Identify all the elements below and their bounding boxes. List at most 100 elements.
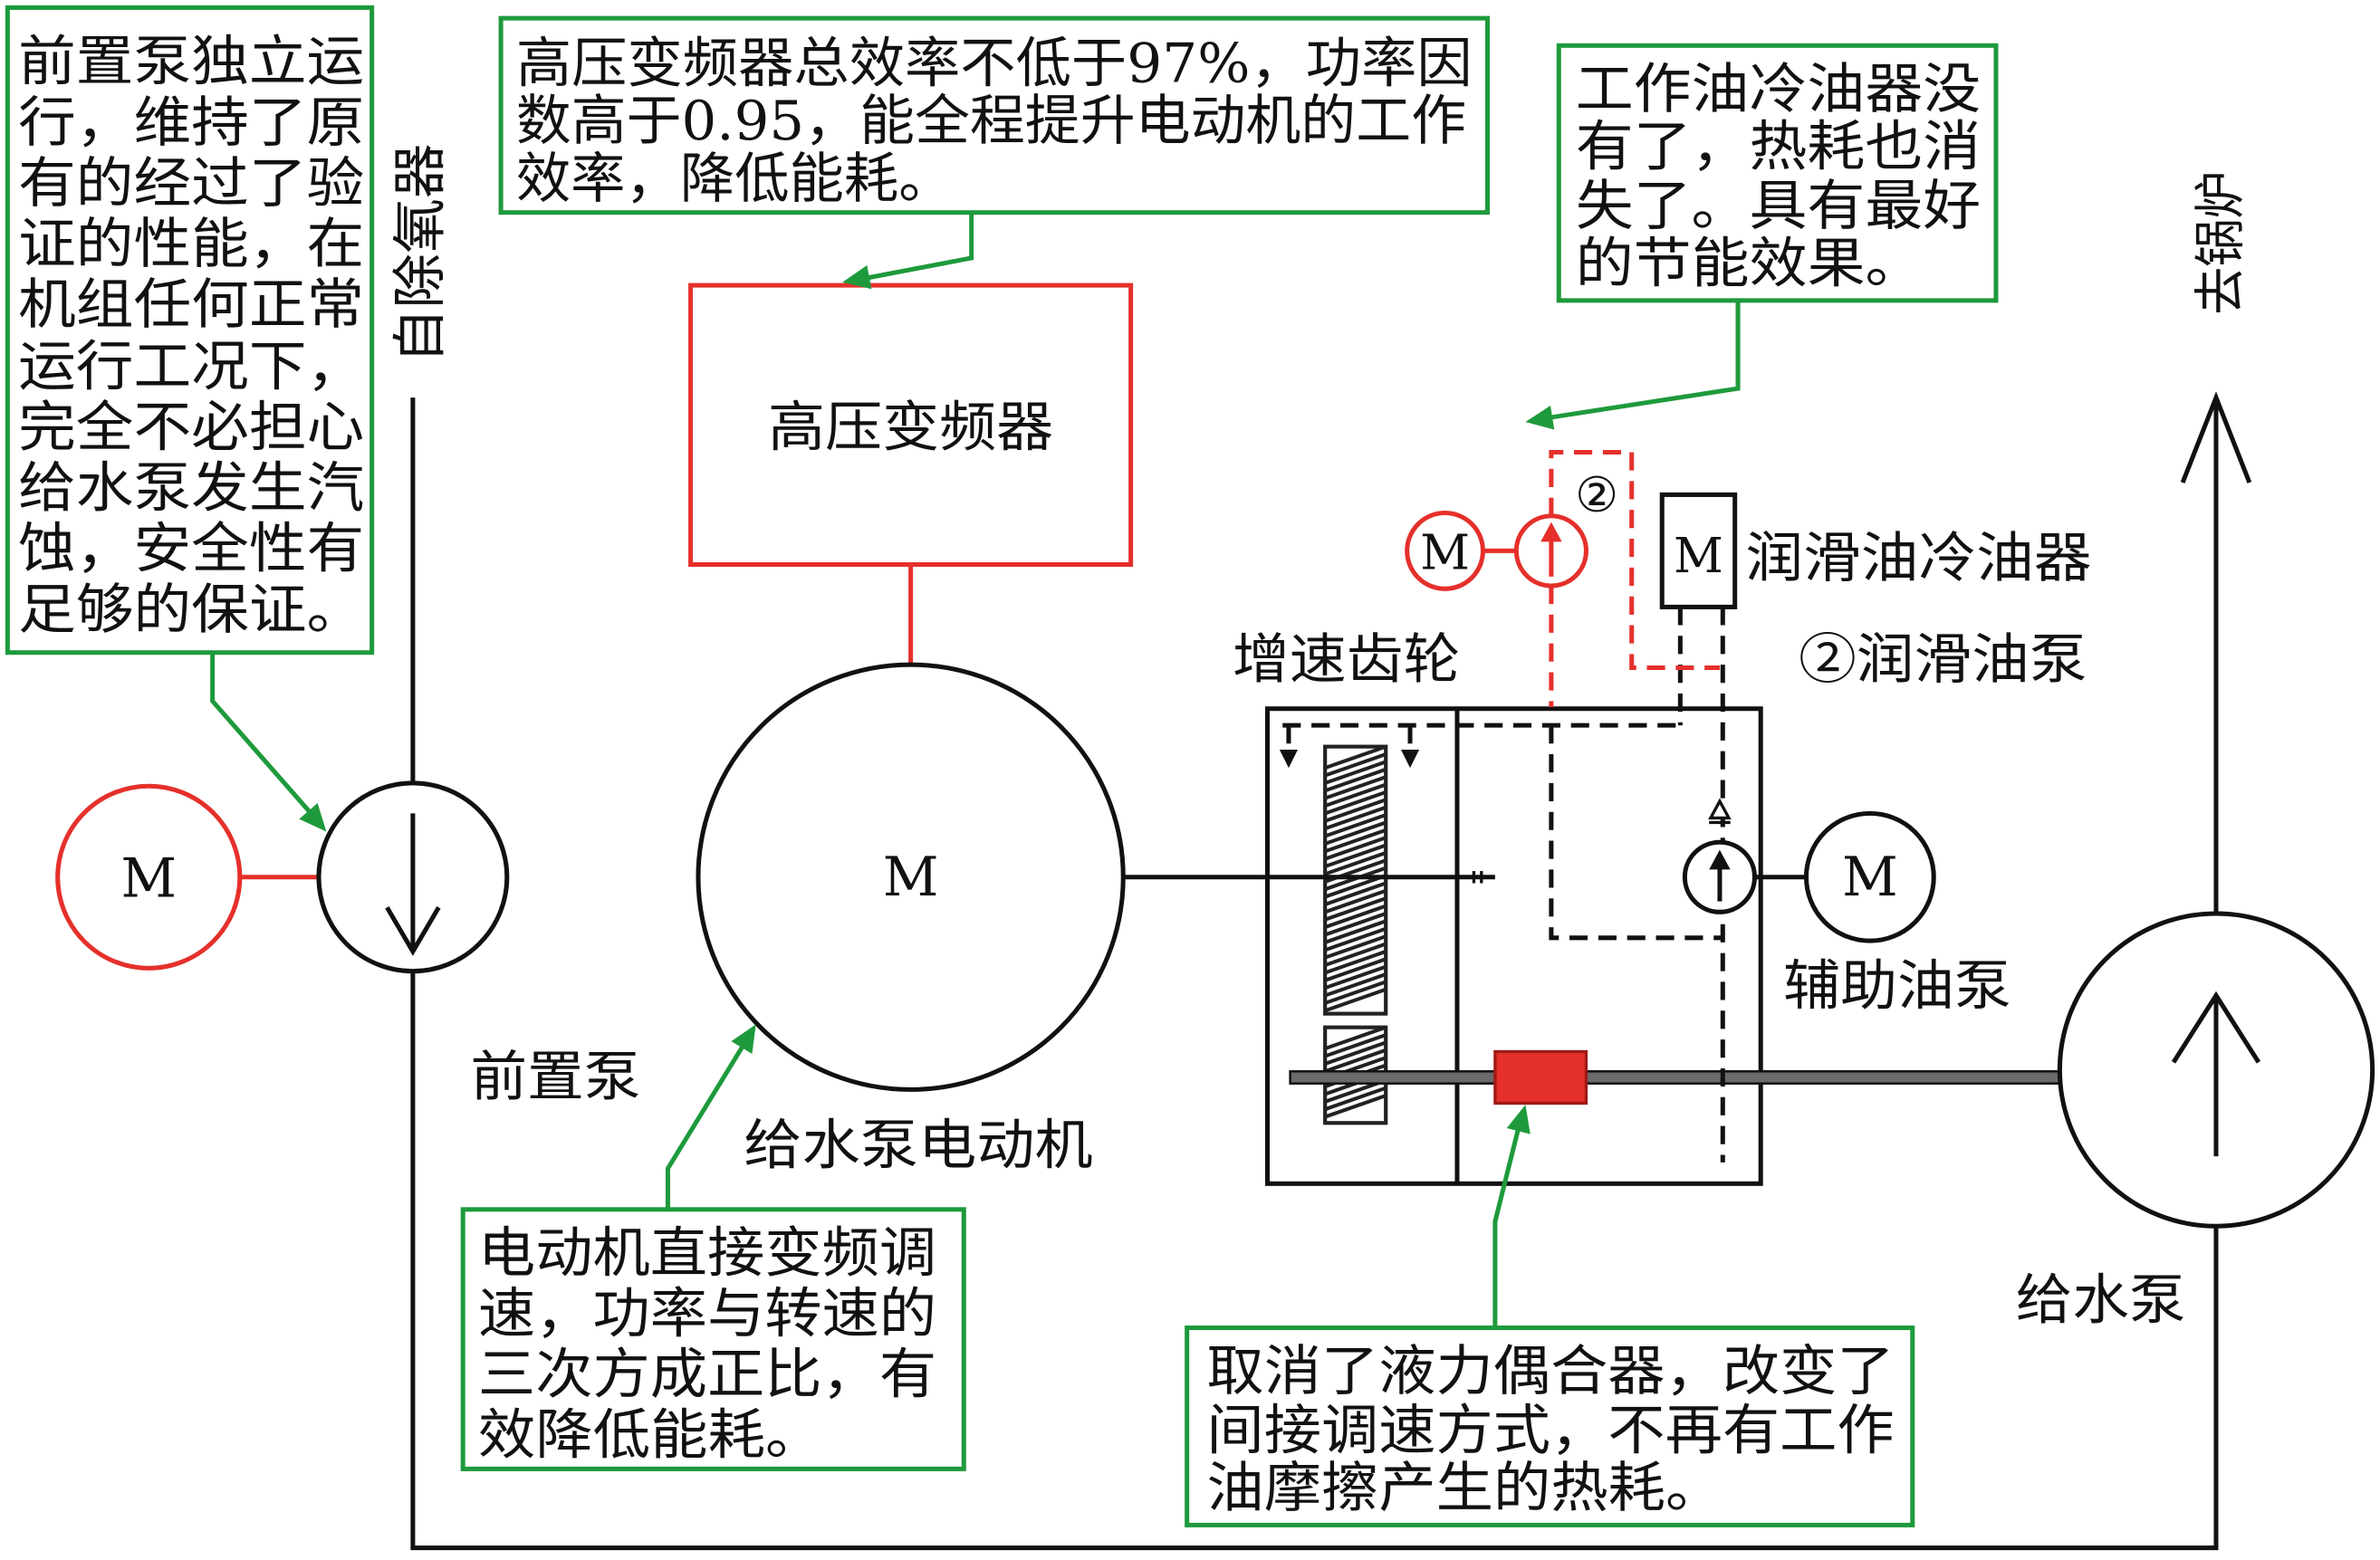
gear-tooth-hatch bbox=[1324, 942, 1387, 967]
arrow-down-icon bbox=[385, 906, 441, 956]
gear-tooth-hatch bbox=[1324, 1025, 1387, 1051]
callout-line: 失了。具有最好 bbox=[1576, 175, 1981, 238]
aux-oil-pump-motor-circle bbox=[1803, 810, 1936, 943]
gear-tooth-hatch bbox=[1324, 782, 1387, 808]
callout-arrowhead-icon bbox=[299, 802, 327, 832]
gear-tooth-hatch bbox=[1324, 957, 1387, 982]
callout-line: 效降低能耗。 bbox=[478, 1404, 822, 1468]
gear-tooth-hatch bbox=[1324, 1040, 1387, 1066]
gear-tooth-hatch bbox=[1324, 752, 1387, 778]
callout-arrowhead-icon bbox=[731, 1024, 756, 1055]
callout-line: 速，功率与转速的 bbox=[478, 1282, 936, 1345]
gear-tooth-hatch bbox=[1324, 964, 1387, 991]
vfd-box bbox=[688, 282, 1134, 568]
feed-pump-motor: M bbox=[696, 662, 1126, 1092]
callout-leader-line bbox=[1550, 300, 1741, 420]
gear-tooth-hatch bbox=[1324, 836, 1387, 861]
main-oil-pump-line bbox=[1549, 725, 1723, 941]
gear-tooth-hatch bbox=[1324, 805, 1387, 831]
label-lube-oil-cooler: 润滑油冷油器 bbox=[1745, 527, 2091, 590]
callout-line: 取消了液力偶合器，改变了 bbox=[1206, 1340, 1894, 1403]
gear-tooth-hatch bbox=[1324, 896, 1387, 922]
callout-coupling: 取消了液力偶合器，改变了 间接调速方式，不再有工作 油摩擦产生的热耗。 bbox=[1185, 1105, 1915, 1527]
booster-pump bbox=[316, 780, 510, 974]
callout-line: 运行工况下， bbox=[18, 336, 364, 399]
callout-arrowhead-icon bbox=[1525, 406, 1555, 430]
coupling bbox=[1493, 1049, 1588, 1105]
callout-oil-cooler: 工作油冷油器没 有了，热耗也消 失了。具有最好 的节能效果。 bbox=[1525, 43, 1999, 430]
lube-pump-marker: ② bbox=[1575, 466, 1618, 523]
check-valve-icon bbox=[1708, 798, 1732, 820]
booster-pump-motor: M bbox=[55, 783, 319, 971]
gear-tooth-hatch bbox=[1324, 813, 1387, 838]
callout-box bbox=[498, 15, 1491, 215]
output-shaft bbox=[1289, 1070, 2061, 1085]
gear-tooth-hatch bbox=[1324, 919, 1387, 944]
callout-line: 油摩擦产生的热耗。 bbox=[1206, 1457, 1723, 1520]
gear-tooth-hatch bbox=[1324, 888, 1387, 914]
gear-tooth-hatch bbox=[1324, 1086, 1387, 1112]
callout-leader-line bbox=[1492, 1130, 1521, 1328]
callout-line: 足够的保证。 bbox=[18, 579, 364, 642]
label-from-deaerator: 自除氧器 bbox=[389, 143, 452, 363]
gear-tooth-hatch bbox=[1324, 980, 1387, 1005]
gear-tooth-hatch bbox=[1324, 767, 1387, 793]
gear-tooth-hatch bbox=[1324, 881, 1387, 906]
feedwater-piping bbox=[410, 391, 2252, 1551]
label-feed-pump: 给水泵 bbox=[2016, 1268, 2186, 1332]
gear-tooth-hatch bbox=[1324, 744, 1387, 770]
lube-oil-cooler-symbol: M bbox=[1674, 527, 1723, 584]
callout-box bbox=[1556, 43, 1999, 303]
callout-line: 完全不必担心 bbox=[18, 397, 364, 460]
step-up-gearbox bbox=[1123, 706, 2061, 1186]
gear-tooth-hatch bbox=[1324, 775, 1387, 800]
gear-tooth-hatch bbox=[1324, 760, 1387, 785]
gear-tooth-hatch bbox=[1324, 904, 1387, 929]
large-gear-hatch bbox=[1324, 744, 1387, 1013]
callout-box bbox=[1185, 1326, 1915, 1527]
gear-tooth-hatch bbox=[1324, 820, 1387, 846]
callout-arrowhead-icon bbox=[1506, 1105, 1531, 1134]
arrow-up-icon bbox=[2171, 991, 2261, 1064]
arrow-down-icon bbox=[1400, 749, 1420, 769]
label-step-up-gear: 增速齿轮 bbox=[1233, 628, 1460, 692]
lube-oil-pump: M bbox=[1405, 511, 1588, 591]
callout-booster-pump: 前置泵独立运 行，维持了原 有的经过了验 证的性能，在 机组任何正常 运行工况下… bbox=[5, 5, 375, 832]
callout-vfd: 高压变频器总效率不低于97%，功率因 数高于0.95，能全程提升电动机的工作 效… bbox=[498, 15, 1491, 290]
callout-line: 蚀，安全性有 bbox=[18, 518, 364, 581]
arrow-up-icon bbox=[1709, 849, 1731, 870]
feed-pump-motor-symbol: M bbox=[883, 846, 939, 909]
callout-line: 电动机直接变频调 bbox=[478, 1221, 936, 1285]
lube-pump-motor-symbol: M bbox=[1420, 524, 1470, 581]
callout-line: 机组任何正常 bbox=[18, 273, 364, 337]
lube-oil-cooler-box bbox=[1659, 492, 1738, 609]
gear-tooth-hatch bbox=[1324, 851, 1387, 876]
callout-leader-line bbox=[665, 1046, 744, 1210]
label-lube-oil-pump: ②润滑油泵 bbox=[1799, 628, 2087, 692]
gear-tooth-hatch bbox=[1324, 1094, 1387, 1119]
label-booster-pump: 前置泵 bbox=[471, 1046, 641, 1109]
arrow-up-icon bbox=[1540, 522, 1562, 542]
callout-arrowhead-icon bbox=[842, 264, 872, 290]
gear-tooth-hatch bbox=[1324, 828, 1387, 854]
label-to-boiler: 去锅炉 bbox=[2191, 171, 2250, 315]
callout-box bbox=[460, 1207, 966, 1471]
aux-oil-pump: M bbox=[1682, 798, 1936, 943]
label-vfd: 高压变频器 bbox=[768, 397, 1053, 460]
callout-motor: 电动机直接变频调 速，功率与转速的 三次方成正比，有 效降低能耗。 bbox=[460, 1024, 966, 1471]
callout-line: 有了，热耗也消 bbox=[1576, 116, 1981, 179]
lube-oil-cooler: M bbox=[1659, 492, 1738, 609]
callout-line: 前置泵独立运 bbox=[18, 31, 364, 94]
callout-line: 工作油冷油器没 bbox=[1576, 58, 1981, 121]
gear-tooth-hatch bbox=[1324, 790, 1387, 816]
callout-line: 效率，降低能耗。 bbox=[516, 148, 954, 211]
callout-leader-line bbox=[868, 212, 974, 281]
gear-tooth-hatch bbox=[1324, 843, 1387, 868]
callout-line: 高压变频器总效率不低于97%，功率因 bbox=[516, 32, 1473, 95]
callout-line: 三次方成正比，有 bbox=[478, 1344, 936, 1407]
callout-line: 给水泵发生汽 bbox=[18, 457, 364, 521]
callout-leader-line bbox=[210, 652, 312, 814]
callout-line: 有的经过了验 bbox=[18, 152, 364, 215]
callout-line: 数高于0.95，能全程提升电动机的工作 bbox=[516, 90, 1466, 153]
